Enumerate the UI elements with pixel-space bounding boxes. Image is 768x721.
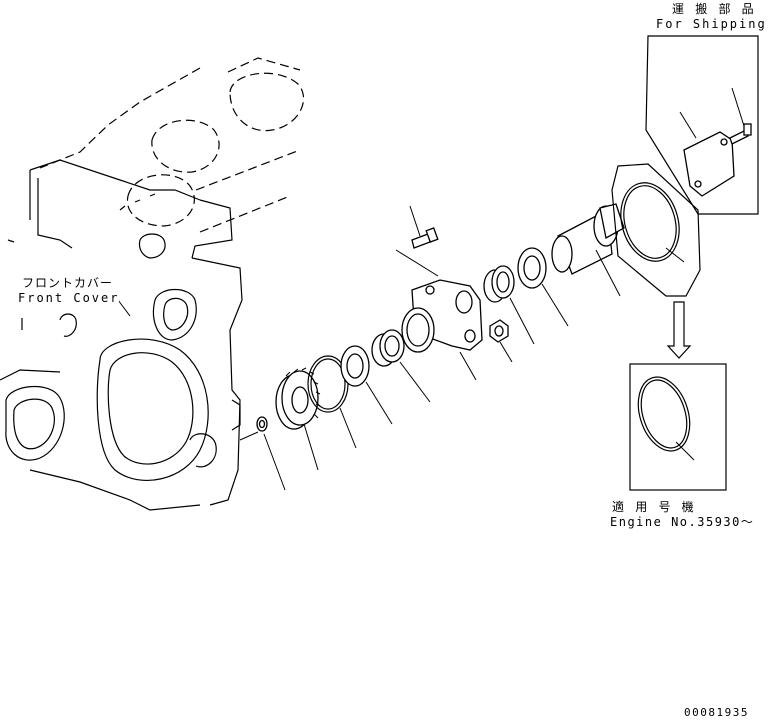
shipping-ring-group bbox=[611, 163, 701, 297]
engine-label-en: Engine No.35930～ bbox=[610, 515, 755, 529]
shipping-box bbox=[645, 35, 759, 215]
drawing-number: 00081935 bbox=[684, 706, 749, 719]
shaft-assembly bbox=[551, 203, 625, 297]
shipping-label-jp: 運 搬 部 品 bbox=[672, 2, 756, 16]
bolt-top bbox=[395, 205, 439, 277]
small-plug bbox=[256, 416, 286, 491]
down-arrow bbox=[666, 301, 692, 359]
front-cover-label-en: Front Cover bbox=[18, 291, 120, 305]
bushing-2 bbox=[483, 265, 535, 345]
front-cover-drawing bbox=[0, 57, 304, 511]
gear bbox=[275, 367, 321, 471]
nut bbox=[489, 319, 513, 363]
bushing-1 bbox=[371, 329, 431, 403]
housing bbox=[401, 279, 483, 381]
shipping-label-en: For Shipping bbox=[656, 17, 767, 31]
engine-label-jp: 適 用 号 機 bbox=[612, 500, 696, 514]
engine-box bbox=[629, 363, 727, 491]
front-cover-label-jp: フロントカバー bbox=[22, 276, 114, 290]
retainer-plate-2 bbox=[517, 247, 569, 327]
retainer-plate bbox=[340, 345, 393, 425]
front-cover-leader bbox=[117, 299, 131, 317]
